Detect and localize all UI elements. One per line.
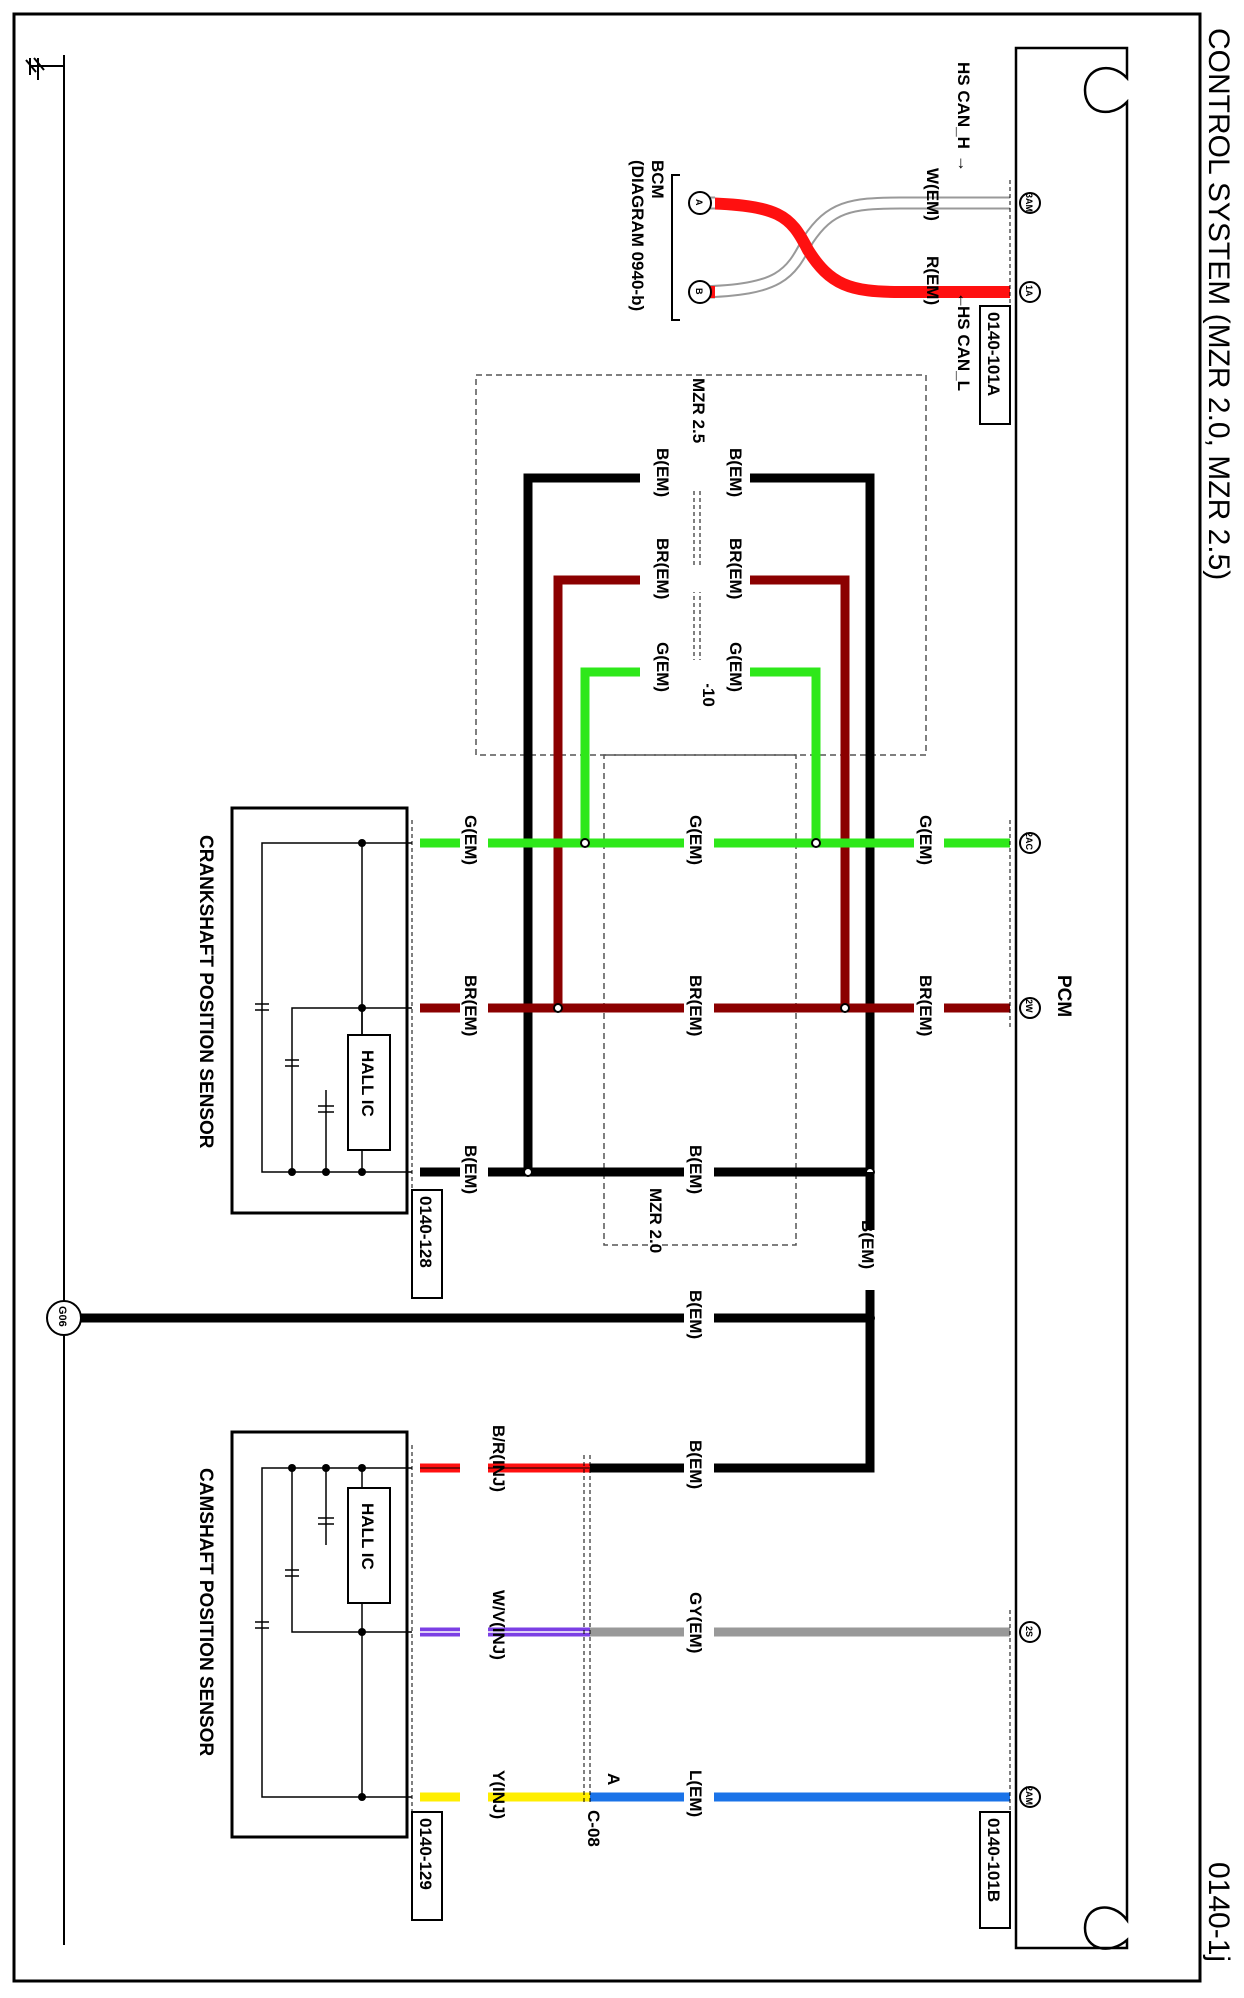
connector-0140-129: 0140-129 <box>411 1811 443 1921</box>
crank-wire-b-label-2: B(EM) <box>686 1145 705 1194</box>
crank-wire-b-label-1: B(EM) <box>461 1145 480 1194</box>
crank-wire-g-label-2: G(EM) <box>686 815 705 865</box>
cam-wire-wv-label: W/V(INJ) <box>489 1590 508 1660</box>
crank-nodes <box>288 839 366 1176</box>
mzr25-wire-br-left: BR(EM) <box>653 538 672 599</box>
cam-wire-y-label: Y(INJ) <box>489 1770 508 1819</box>
connector-c08: C-08 A <box>583 1455 623 1847</box>
svg-text:2W: 2W <box>1024 999 1034 1013</box>
svg-text:HALL IC: HALL IC <box>358 1503 377 1570</box>
mzr25-wires <box>523 466 875 1172</box>
can-wire-w <box>699 196 1010 299</box>
mzr25-wire-b-left: B(EM) <box>653 448 672 497</box>
mzr25-wire-br-right: BR(EM) <box>726 538 745 599</box>
svg-text:C-08: C-08 <box>584 1810 603 1847</box>
cam-sensor-box <box>230 1430 409 1839</box>
cam-wire-l-label: L(EM) <box>686 1770 705 1817</box>
can-wire-w-label: W(EM) <box>923 168 942 221</box>
mzr25-label: MZR 2.5 <box>689 378 708 443</box>
svg-text:0140-129: 0140-129 <box>416 1818 435 1890</box>
page-title: CONTROL SYSTEM (MZR 2.0, MZR 2.5) <box>1202 28 1235 580</box>
svg-text:2S: 2S <box>1024 1626 1034 1637</box>
pcm-label: PCM <box>1053 975 1074 1017</box>
svg-text:G06: G06 <box>56 1306 68 1327</box>
pcm-pin-2w: 2W <box>1019 997 1041 1019</box>
mzr20-label: MZR 2.0 <box>646 1188 665 1253</box>
pcm-pin-2ac: 2AC <box>1019 832 1041 854</box>
connector-0140-101b: 0140-101B <box>979 1811 1011 1929</box>
svg-text:A: A <box>694 199 704 206</box>
connector-0140-101a: 0140-101A <box>979 305 1011 425</box>
cam-capacitor-icons <box>255 1517 334 1629</box>
bcm-label: BCM <box>648 160 667 199</box>
chassis-ground-icon <box>25 57 64 80</box>
pcm-pin-2s: 2S <box>1019 1621 1041 1643</box>
can-arrow-h: → <box>954 155 973 172</box>
cam-wire-b-em <box>590 1318 875 1473</box>
g06-wire-label: B(EM) <box>686 1290 705 1339</box>
svg-text:0140-101A: 0140-101A <box>984 312 1003 396</box>
pcm-pin-3am: 3AM <box>1019 192 1041 214</box>
c08-pin-a: A <box>604 1773 623 1785</box>
can-wire-r-label: R(EM) <box>923 256 942 305</box>
crank-wires <box>420 830 1010 1185</box>
svg-text:2AM: 2AM <box>1024 1786 1034 1805</box>
crank-sensor-label: CRANKSHAFT POSITION SENSOR <box>195 835 216 1149</box>
cam-nodes <box>288 1464 366 1801</box>
crank-sensor-box <box>230 806 409 1215</box>
cam-wires <box>420 1318 1010 1810</box>
mzr25-wire-b-right: B(EM) <box>726 448 745 497</box>
crank-wire-br-label-1: BR(EM) <box>461 975 480 1036</box>
can-twisted-pair <box>699 196 1010 299</box>
ground-g06: G06 <box>46 1300 82 1336</box>
cam-wire-br-label: B/R(INJ) <box>489 1425 508 1492</box>
crank-capacitor-icons <box>255 1003 334 1113</box>
pcm-box <box>1014 46 1129 1950</box>
can-hs-l-label: HS CAN_L <box>954 306 973 391</box>
mzr25-wire-br <box>553 575 850 1008</box>
pcm-pin-1a: 1A <box>1019 281 1041 303</box>
crank-hall-ic: HALL IC <box>347 1034 391 1151</box>
svg-text:HALL IC: HALL IC <box>358 1050 377 1117</box>
bcm-pin-b: B <box>688 280 712 304</box>
mzr20-box <box>603 754 797 1246</box>
pcm-ground-label: B(EM) <box>858 1220 877 1269</box>
cam-wire-gy-label: GY(EM) <box>686 1592 705 1653</box>
pcm-pin-2am: 2AM <box>1019 1786 1041 1808</box>
g06-gap <box>684 1305 714 1331</box>
can-hs-h-label: HS CAN_H <box>954 62 973 149</box>
crank-wire-g-label-3: G(EM) <box>916 815 935 865</box>
bcm-ref: (DIAGRAM 0940-b) <box>628 160 647 311</box>
can-wire-r <box>699 197 1010 298</box>
svg-text:1A: 1A <box>1024 285 1034 297</box>
bcm-pin-a: A <box>688 191 712 215</box>
can-arrow-l: ← <box>954 292 973 309</box>
crank-wire-g-label-1: G(EM) <box>461 815 480 865</box>
cam-hall-ic: HALL IC <box>347 1487 391 1604</box>
cam-wire-b-em-label: B(EM) <box>686 1440 705 1489</box>
crank-wire-br-label-3: BR(EM) <box>916 975 935 1036</box>
mzr25-wire-g-right: G(EM) <box>726 642 745 692</box>
crank-wire-br-label-2: BR(EM) <box>686 975 705 1036</box>
page-frame <box>12 12 1202 1983</box>
bcm-bracket <box>671 174 680 321</box>
svg-text:3AM: 3AM <box>1024 193 1034 212</box>
svg-text:2AC: 2AC <box>1024 832 1034 851</box>
page-number: 0140-1j <box>1202 1862 1235 1962</box>
svg-text:0140-101B: 0140-101B <box>984 1818 1003 1902</box>
splice-dots <box>523 838 875 1323</box>
svg-text:B: B <box>694 288 704 295</box>
mzr25-box <box>475 374 927 756</box>
mzr25-wire-g-left: G(EM) <box>653 642 672 692</box>
connector-0140-128: 0140-128 <box>411 1189 443 1299</box>
pcm-ground-gap <box>856 1230 884 1290</box>
cam-sensor-label: CAMSHAFT POSITION SENSOR <box>195 1468 216 1756</box>
svg-text:0140-128: 0140-128 <box>416 1196 435 1268</box>
